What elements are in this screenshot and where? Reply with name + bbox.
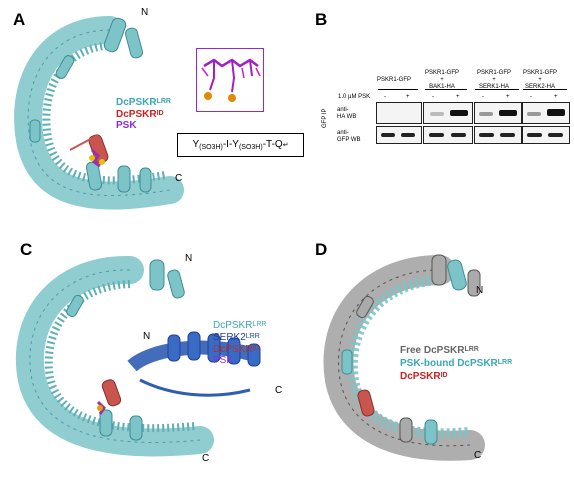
row-label-ha: anti- HA WB	[337, 107, 357, 120]
lane-sign-5: -	[482, 94, 484, 100]
panel-d-structure	[323, 254, 485, 461]
lane-sign-4: +	[456, 94, 460, 100]
lane-sign-8: +	[554, 94, 558, 100]
psk-treatment-label: 1.0 µM PSK	[338, 94, 371, 100]
blot-header-2: PSKR1-GFP + BAK1-HA	[425, 70, 460, 90]
panel-c-c-terminus-1: C	[202, 453, 210, 464]
blot-gfp-strip-1	[376, 126, 422, 144]
header-underline-4	[523, 89, 567, 90]
gfp-ip-label: GFP IP	[322, 108, 328, 128]
panel-d-legend-id: DcPSKRID	[400, 370, 448, 382]
panel-c-legend-psk: PSK	[213, 355, 234, 366]
panel-c-legend-id: DcPSKRID	[213, 343, 260, 355]
header-underline-3	[475, 89, 519, 90]
lane-sign-2: +	[406, 94, 410, 100]
panel-a-legend-psk: PSK	[116, 120, 137, 131]
blot-header-1: PSKR1-GFP	[377, 77, 412, 83]
blot-header-3: PSKR1-GFP + SERK1-HA	[477, 70, 512, 90]
blot-header-4: PSKR1-GFP + SERK2-HA	[523, 70, 558, 90]
panel-b-letter: B	[315, 10, 328, 29]
psk-sequence-box: Y(SO3H)-I-Y(SO3H)-T-Q↵	[177, 133, 304, 157]
panel-c-legend-serk2: SERK2LRR	[213, 331, 260, 343]
blot-ha-strip-1	[376, 102, 422, 124]
panel-d-n-terminus: N	[476, 285, 484, 296]
header-underline-2	[425, 89, 467, 90]
header-underline-1	[378, 89, 418, 90]
panel-d-legend-bound: PSK-bound DcPSKRLRR	[400, 357, 513, 369]
panel-d-c-terminus: C	[474, 450, 482, 461]
panel-a-c-terminus: C	[175, 173, 183, 184]
panel-a-legend-id: DcPSKRID	[116, 108, 164, 120]
panel-d-letter: D	[315, 240, 328, 259]
psk-peptide-inset	[196, 48, 264, 112]
panel-c-c-terminus-2: C	[275, 385, 283, 396]
panel-a-letter: A	[13, 10, 26, 29]
blot-ha-strip-3	[474, 102, 522, 124]
lane-sign-3: -	[432, 94, 434, 100]
blot-gfp-strip-4	[522, 126, 570, 144]
panel-d-legend-free: Free DcPSKRLRR	[400, 344, 479, 356]
blot-ha-strip-2	[423, 102, 473, 124]
lane-sign-7: -	[530, 94, 532, 100]
panel-a-n-terminus: N	[141, 7, 149, 18]
panel-c-n-terminus-2: N	[143, 331, 151, 342]
lane-sign-6: +	[506, 94, 510, 100]
panel-a-legend-lrr: DcPSKRLRR	[116, 96, 171, 108]
blot-ha-strip-4	[522, 102, 570, 124]
panel-a-structure	[14, 16, 184, 210]
row-label-gfp: anti- GFP WB	[337, 130, 361, 143]
panel-c-letter: C	[20, 240, 33, 259]
blot-gfp-strip-2	[423, 126, 473, 144]
panel-c-legend-lrr: DcPSKRLRR	[213, 319, 267, 331]
panel-c-n-terminus-1: N	[185, 253, 193, 264]
lane-sign-1: -	[384, 94, 386, 100]
panel-c-structure	[15, 255, 261, 457]
blot-gfp-strip-3	[474, 126, 522, 144]
